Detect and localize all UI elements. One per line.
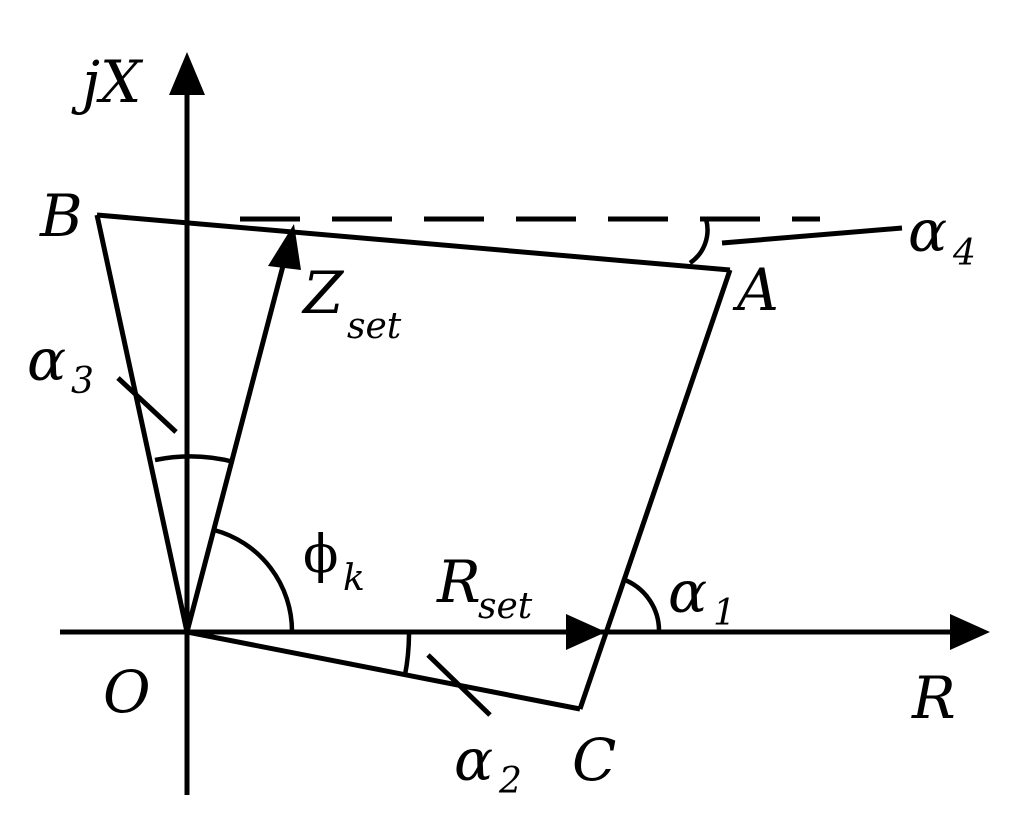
alpha3-leader [116, 376, 178, 434]
vertical-axis-label: jX [71, 48, 144, 116]
r-set-vector [187, 614, 606, 650]
alpha1-label: α [668, 558, 707, 626]
operating-characteristic-boundary [94, 212, 733, 712]
alpha3-label: α [27, 326, 66, 394]
vertex-a-label: A [732, 256, 779, 324]
alpha2-label: α [454, 726, 493, 794]
edge-c-a [577, 269, 733, 710]
alpha4-label: α [908, 197, 947, 265]
alpha3-subscript: 3 [71, 361, 94, 402]
vertex-c-label: C [572, 726, 616, 794]
z-set-label: Z [301, 259, 345, 327]
horizontal-axis-label: R [911, 664, 956, 732]
alpha1-arc [624, 577, 662, 633]
phi-k-arc [213, 527, 295, 633]
origin-label: O [103, 658, 151, 726]
r-set-arrowhead [566, 614, 606, 650]
r-set-label: R [436, 548, 481, 616]
alpha4-arc [688, 218, 710, 265]
alpha4-leader [721, 225, 903, 246]
alpha2-subscript: 2 [498, 761, 522, 802]
angle-arcs [154, 218, 710, 676]
edge-o-c [186, 629, 581, 712]
edge-b-o [94, 214, 190, 633]
vertex-b-label: B [39, 182, 83, 250]
z-set-shaft [184, 261, 287, 633]
alpha2-leader [426, 653, 492, 717]
z-set-subscript: set [347, 306, 402, 347]
axes [60, 52, 990, 795]
r-set-subscript: set [478, 586, 533, 627]
phi-k-label: ϕ [303, 525, 338, 585]
alpha4-subscript: 4 [952, 233, 976, 274]
alpha3-arc [154, 454, 235, 465]
z-set-vector [184, 224, 301, 633]
z-set-arrowhead [268, 224, 301, 270]
horizontal-axis-arrowhead [950, 614, 990, 650]
edge-a-b [96, 212, 731, 273]
phi-k-subscript: k [343, 558, 365, 599]
alpha1-subscript: 1 [713, 593, 736, 634]
vertical-axis-arrowhead [169, 52, 205, 95]
alpha2-arc [402, 631, 412, 676]
leader-lines [116, 225, 903, 717]
